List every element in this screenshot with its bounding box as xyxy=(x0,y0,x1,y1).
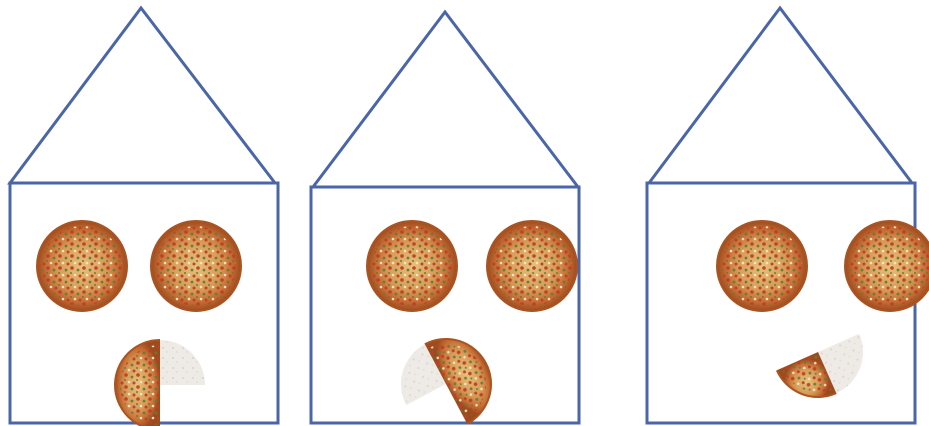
house-2-roof xyxy=(313,12,578,187)
house-3-whole-pizza-1 xyxy=(717,221,807,311)
house-1 xyxy=(10,8,278,426)
house-3-whole-pizza-2 xyxy=(845,221,929,311)
house-2-partial-pizza xyxy=(385,323,507,426)
house-2 xyxy=(311,12,579,426)
house-1-partial-pizza xyxy=(115,340,205,426)
house-3 xyxy=(647,8,929,423)
house-3-roof xyxy=(649,8,912,183)
house-1-whole-pizza-1 xyxy=(37,221,127,311)
house-1-whole-pizza-2 xyxy=(151,221,241,311)
house-1-faded-slice xyxy=(160,340,205,385)
house-2-whole-pizza-2 xyxy=(487,221,577,311)
house-1-roof xyxy=(10,8,275,183)
house-3-partial-pizza xyxy=(777,334,878,412)
house-2-whole-pizza-1 xyxy=(367,221,457,311)
